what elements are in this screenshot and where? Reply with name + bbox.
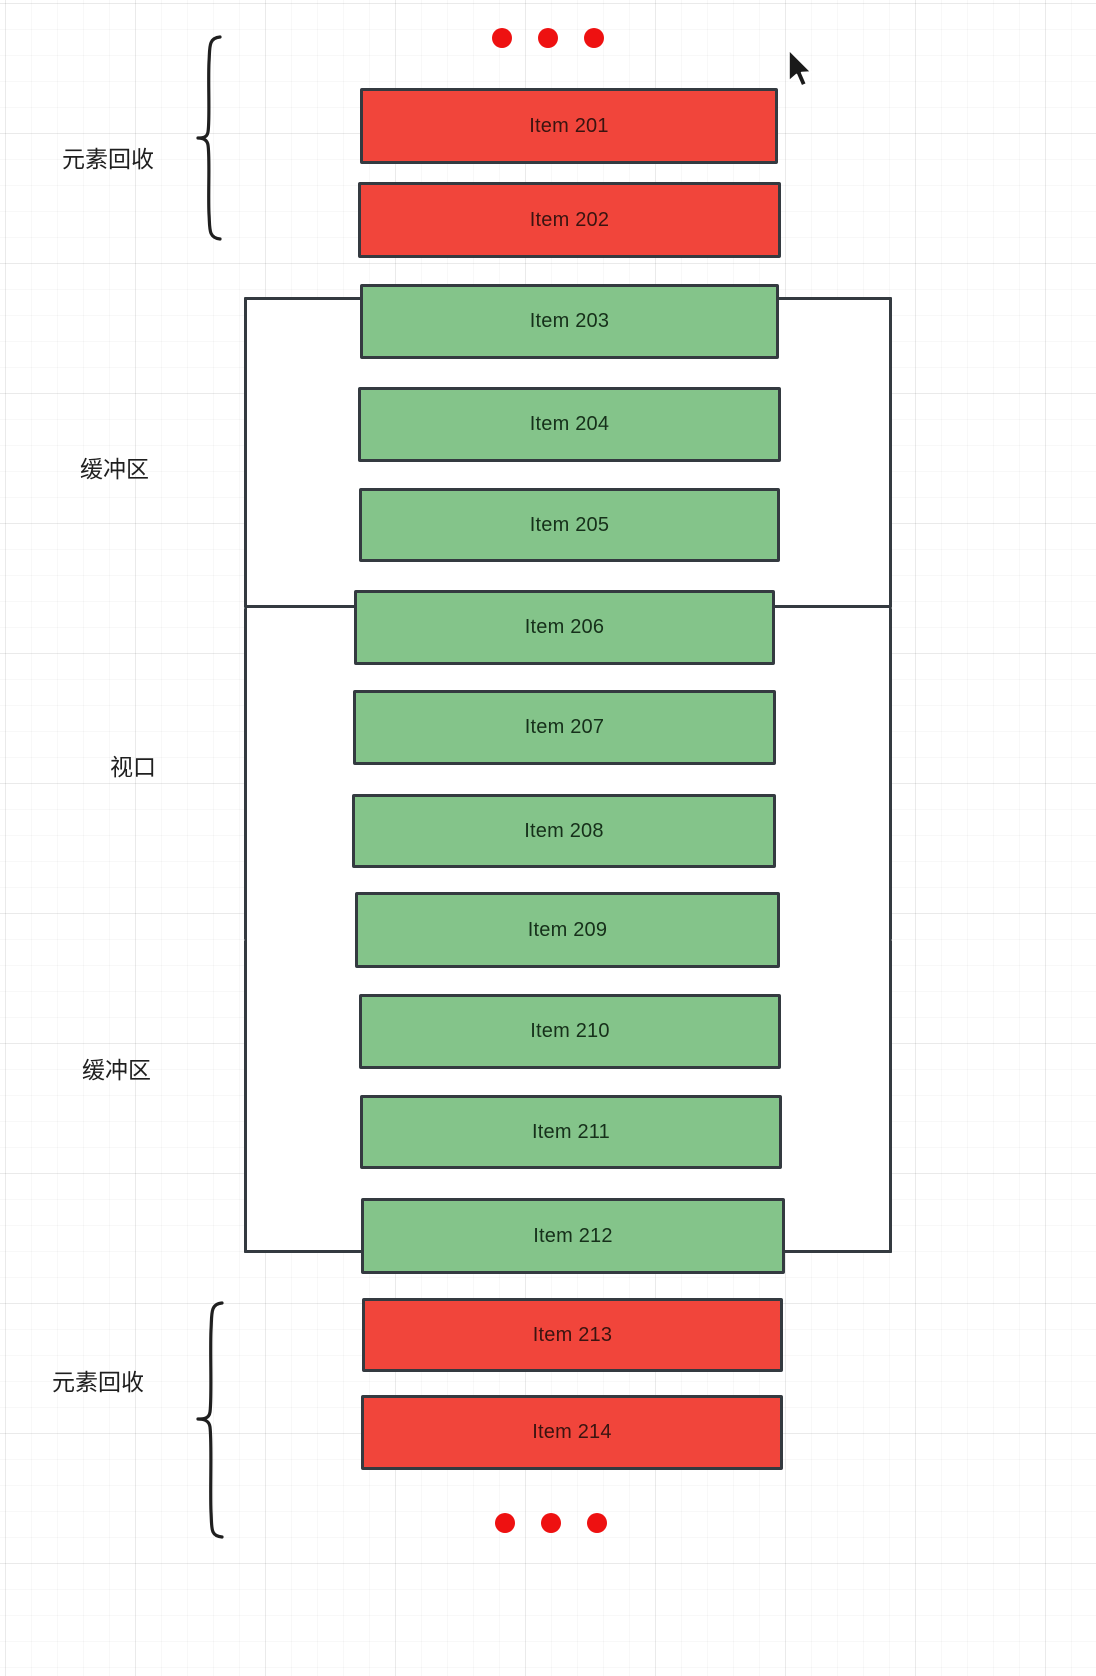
item-label: Item 202	[529, 208, 610, 231]
list-item-209[interactable]: Item 209	[355, 892, 780, 968]
ellipsis-dot	[495, 1513, 515, 1533]
list-item-203[interactable]: Item 203	[360, 284, 779, 359]
ellipsis-dot	[492, 28, 512, 48]
item-label: Item 208	[524, 819, 604, 842]
label-recycle-bottom: 元素回收	[52, 1369, 144, 1395]
item-label: Item 213	[532, 1323, 613, 1346]
top-ellipsis	[492, 28, 604, 48]
item-label: Item 206	[524, 616, 605, 638]
label-buffer-bottom: 缓冲区	[82, 1057, 151, 1083]
list-item-201[interactable]: Item 201	[360, 88, 778, 164]
list-item-208[interactable]: Item 208	[352, 794, 776, 868]
bottom-ellipsis	[495, 1513, 607, 1533]
ellipsis-dot	[541, 1513, 561, 1533]
mouse-pointer-icon	[786, 48, 816, 90]
item-label: Item 205	[529, 513, 610, 536]
list-item-202[interactable]: Item 202	[358, 182, 781, 258]
item-label: Item 210	[530, 1020, 610, 1042]
item-label: Item 201	[529, 114, 609, 137]
list-item-211[interactable]: Item 211	[360, 1095, 782, 1169]
label-recycle-top: 元素回收	[62, 146, 154, 172]
item-label: Item 204	[529, 413, 610, 435]
list-item-207[interactable]: Item 207	[353, 690, 776, 765]
ellipsis-dot	[587, 1513, 607, 1533]
list-item-206[interactable]: Item 206	[354, 590, 775, 665]
item-label: Item 207	[524, 716, 605, 738]
list-item-205[interactable]: Item 205	[359, 488, 780, 562]
brace-recycle-bottom	[196, 1300, 230, 1540]
list-item-213[interactable]: Item 213	[362, 1298, 783, 1372]
brace-recycle-top	[196, 34, 230, 242]
item-label: Item 214	[532, 1421, 612, 1443]
item-label: Item 203	[529, 310, 610, 332]
item-label: Item 211	[532, 1120, 610, 1143]
ellipsis-dot	[584, 28, 604, 48]
list-item-212[interactable]: Item 212	[361, 1198, 785, 1274]
item-label: Item 209	[527, 918, 608, 941]
label-buffer-top: 缓冲区	[80, 456, 149, 482]
item-label: Item 212	[533, 1224, 613, 1247]
ellipsis-dot	[538, 28, 558, 48]
list-item-204[interactable]: Item 204	[358, 387, 781, 462]
label-viewport: 视口	[110, 754, 156, 780]
list-item-214[interactable]: Item 214	[361, 1395, 783, 1470]
list-item-210[interactable]: Item 210	[359, 994, 781, 1069]
